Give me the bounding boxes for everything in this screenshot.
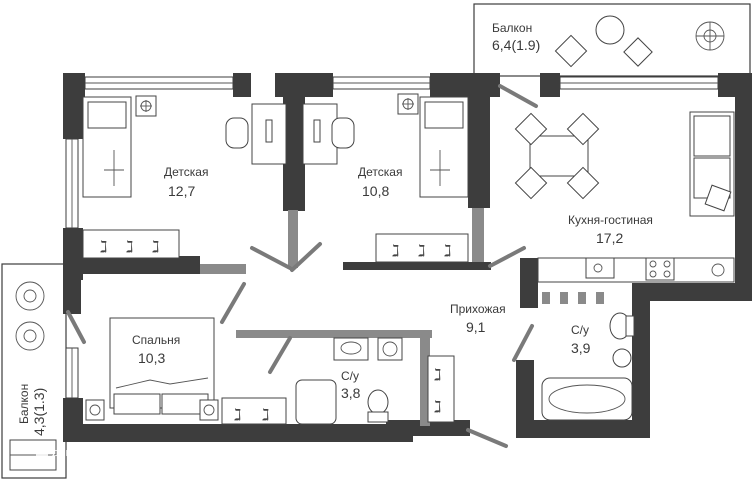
svg-text:12,7: 12,7 — [168, 183, 195, 199]
svg-text:ℷ: ℷ — [444, 243, 451, 260]
nightstands — [85, 399, 219, 421]
lamp-icon — [135, 95, 157, 117]
svg-text:ℷ: ℷ — [126, 239, 133, 256]
svg-text:17,2: 17,2 — [596, 230, 623, 246]
room-label-balcony-top: Балкон 6,4(1.9) — [492, 21, 540, 53]
svg-text:10,3: 10,3 — [138, 350, 165, 366]
svg-text:Кухня-гостиная: Кухня-гостиная — [568, 213, 653, 227]
wardrobe-kids-right: ℷ ℷ ℷ — [375, 233, 469, 263]
windows — [65, 76, 719, 399]
svg-text:9,1: 9,1 — [466, 319, 486, 335]
lamp-icon — [397, 93, 419, 115]
desk-kids-left — [225, 103, 287, 165]
svg-text:ℷ: ℷ — [234, 407, 241, 424]
svg-text:6,4(1.9): 6,4(1.9) — [492, 37, 540, 53]
dining-table — [514, 112, 600, 200]
bed-kids-left — [82, 96, 132, 198]
room-label-hall: Прихожая 9,1 — [450, 302, 506, 335]
svg-text:10,8: 10,8 — [362, 183, 389, 199]
svg-text:ℷ: ℷ — [392, 243, 399, 260]
room-label-bath-center: С/у 3,8 — [341, 369, 361, 401]
svg-text:домклик: домклик — [52, 447, 98, 459]
svg-text:Спальня: Спальня — [132, 333, 180, 347]
svg-text:Детская: Детская — [164, 165, 208, 179]
svg-text:Прихожая: Прихожая — [450, 302, 506, 316]
room-label-bath-right: С/у 3,9 — [571, 323, 591, 356]
svg-text:ℷ: ℷ — [434, 367, 441, 384]
svg-text:С/у: С/у — [571, 323, 589, 337]
svg-text:Балкон: Балкон — [17, 384, 31, 424]
room-label-kids-left: Детская 12,7 — [164, 165, 208, 199]
watermark-logo: домклик — [36, 446, 98, 459]
balcony-left-furniture — [9, 281, 57, 471]
bath-center-fixtures — [295, 337, 403, 425]
svg-text:ℷ: ℷ — [262, 407, 269, 424]
svg-text:ℷ: ℷ — [418, 243, 425, 260]
svg-text:3,8: 3,8 — [341, 385, 361, 401]
balcony-top-outline — [473, 3, 751, 77]
balcony-top-furniture — [554, 15, 725, 68]
svg-text:3,9: 3,9 — [571, 340, 591, 356]
walls — [63, 73, 752, 442]
doors — [66, 84, 538, 448]
wardrobe-kids-left: ℷ ℷ ℷ — [82, 229, 180, 259]
hall-wardrobe: ℷ ℷ — [427, 355, 455, 423]
svg-text:ℷ: ℷ — [152, 239, 159, 256]
room-label-kids-right: Детская 10,8 — [358, 165, 402, 199]
svg-text:ℷ: ℷ — [100, 239, 107, 256]
room-label-kitchen: Кухня-гостиная 17,2 — [568, 213, 653, 246]
svg-text:Детская: Детская — [358, 165, 402, 179]
svg-text:4,3(1.3): 4,3(1.3) — [31, 388, 47, 436]
desk-kids-right — [302, 103, 355, 165]
bath-right-fixtures — [541, 292, 635, 421]
sofa — [689, 111, 735, 217]
bed-bedroom — [109, 317, 215, 415]
kitchen-counter — [537, 257, 735, 283]
svg-text:Балкон: Балкон — [492, 21, 532, 35]
bed-kids-right — [419, 96, 469, 198]
svg-text:ℷ: ℷ — [434, 399, 441, 416]
room-label-balcony-left: Балкон 4,3(1.3) — [17, 384, 47, 436]
wardrobe-bedroom: ℷ ℷ — [221, 397, 287, 425]
room-label-bedroom: Спальня 10,3 — [132, 333, 180, 366]
svg-text:С/у: С/у — [341, 369, 359, 383]
